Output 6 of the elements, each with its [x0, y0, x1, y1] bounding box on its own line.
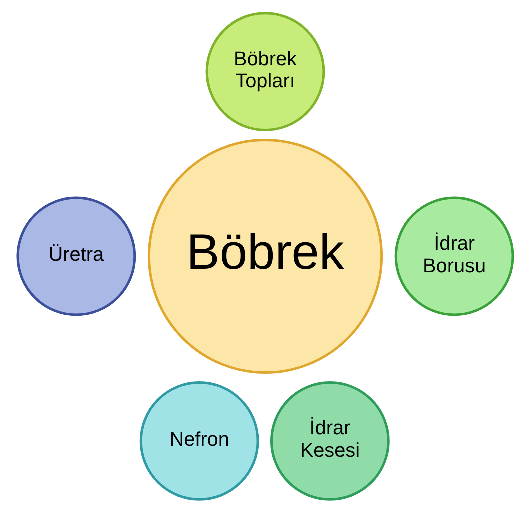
node-circle: İdrar Borusu: [394, 196, 514, 316]
node-circle: İdrar Kesesi: [270, 382, 390, 501]
node-circle: Üretra: [16, 196, 136, 316]
node-circle: Böbrek: [147, 138, 383, 374]
node-circle: Nefron: [139, 382, 259, 501]
node-circle: Böbrek Topları: [205, 12, 325, 132]
